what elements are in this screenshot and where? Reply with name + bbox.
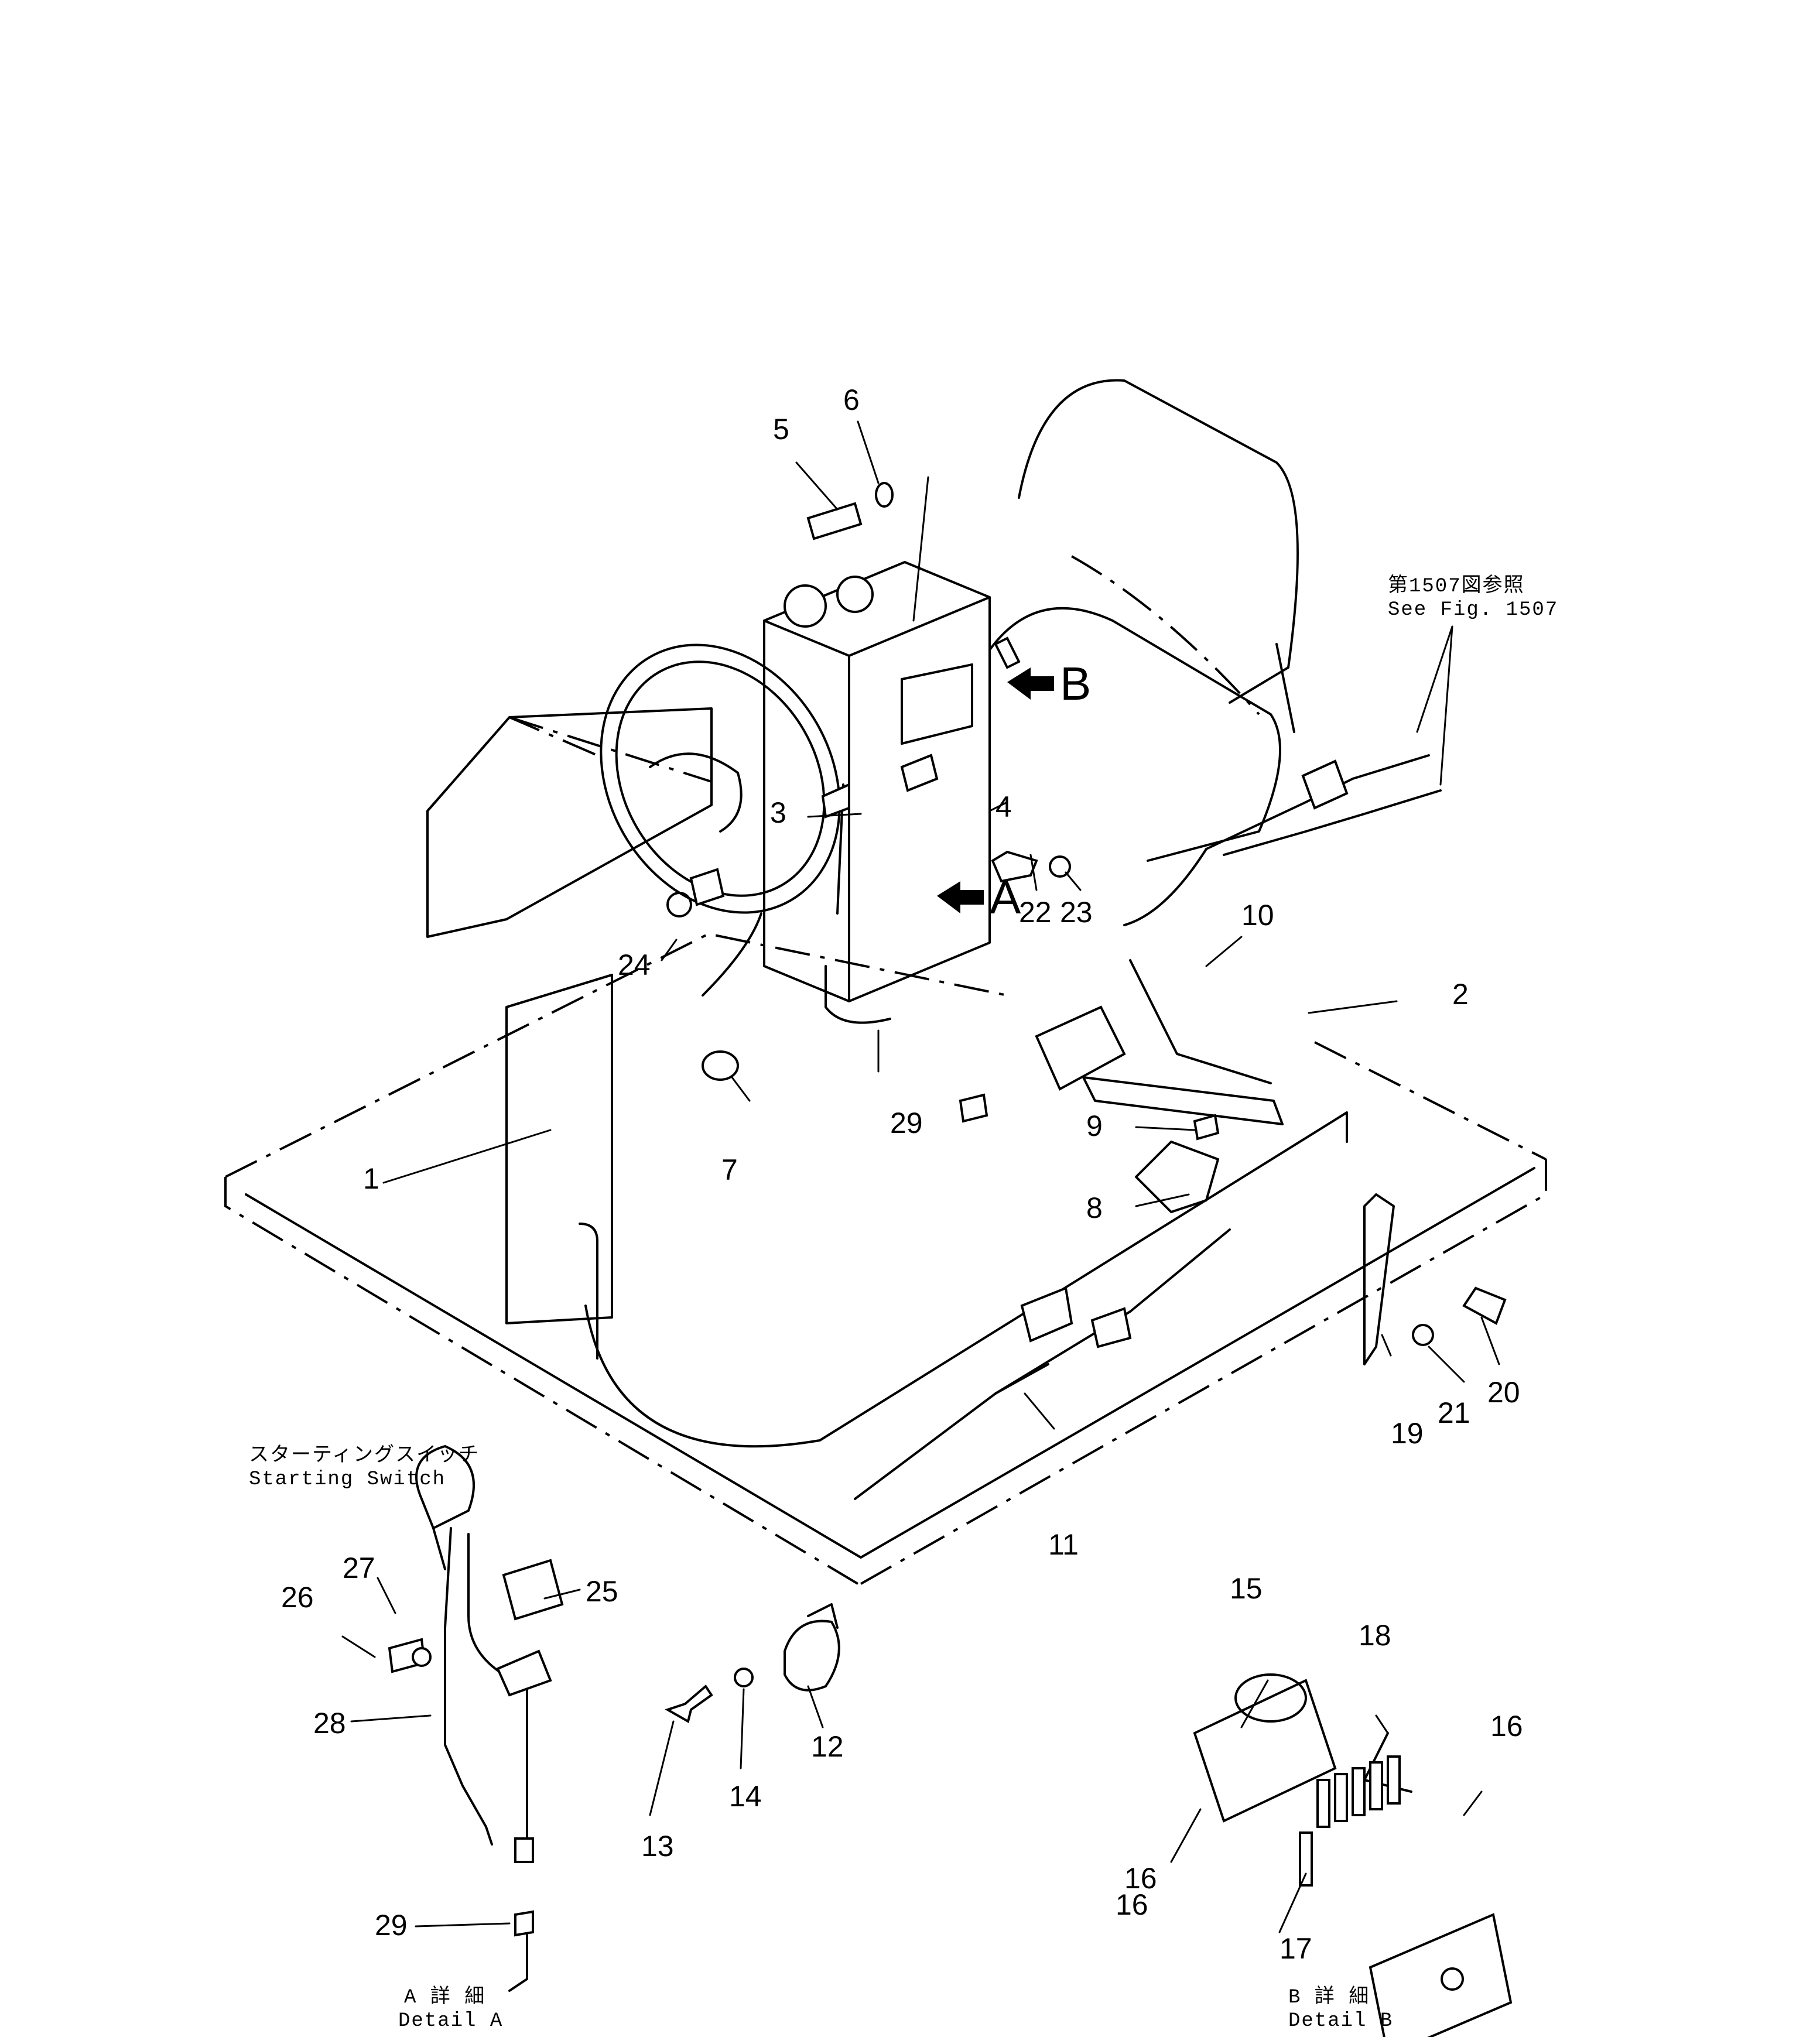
see-fig-note-jp: 第1507図参照 [1388, 574, 1525, 598]
callout-11: 11 [1048, 1528, 1079, 1561]
notes: 第1507図参照 See Fig. 1507 スターティングスイッチ Start… [249, 574, 1558, 2032]
callout-1: 1 [363, 1162, 379, 1195]
detail-b-label-en: Detail B [1288, 2010, 1393, 2032]
callout-27: 27 [343, 1552, 375, 1584]
leader-lines [341, 420, 1500, 1933]
callout-5: 5 [773, 413, 789, 446]
callout-12: 12 [811, 1730, 844, 1763]
detail-b-label-jp: B 詳 細 [1288, 1985, 1370, 2009]
callout-16: 16 [1124, 1862, 1157, 1895]
see-fig-note-en: See Fig. 1507 [1388, 599, 1558, 621]
steering-wheel [600, 643, 841, 914]
callout-17: 17 [1280, 1932, 1312, 1965]
callout-8: 8 [1086, 1192, 1103, 1224]
view-arrows: B A [937, 658, 1091, 923]
misc-parts [689, 482, 1507, 1365]
starting-switch-label-jp: スターティングスイッチ [249, 1443, 480, 1467]
detail-a-label-en: Detail A [398, 2010, 503, 2032]
callout-20: 20 [1487, 1376, 1520, 1409]
callout-14: 14 [729, 1780, 762, 1813]
detail-a [388, 1445, 564, 1992]
callout-29: 29 [890, 1107, 923, 1139]
view-marker-a: A [990, 871, 1021, 923]
callout-19: 19 [1391, 1417, 1424, 1450]
callout-26: 26 [281, 1581, 314, 1614]
floor-plate [224, 932, 1547, 1585]
callout-13: 13 [641, 1830, 674, 1863]
left-console [426, 707, 713, 1360]
callout-25: 25 [586, 1575, 618, 1608]
detail-b [1193, 1673, 1513, 2037]
starting-switch-label-en: Starting Switch [249, 1468, 446, 1491]
callout-16: 16 [1116, 1888, 1148, 1921]
detail-a-label-jp: A 詳 細 [404, 1985, 485, 2009]
callout-7: 7 [721, 1153, 738, 1186]
callout-4: 4 [995, 790, 1012, 823]
callout-6: 6 [843, 384, 860, 416]
operator-seat [988, 379, 1299, 862]
callout-18: 18 [1359, 1619, 1391, 1652]
wire-harnesses [584, 754, 1442, 1500]
callout-10: 10 [1241, 899, 1274, 932]
callout-23: 23 [1060, 896, 1093, 929]
callout-2: 2 [1452, 978, 1469, 1011]
horn-assembly [665, 1603, 840, 1724]
central-control-box [763, 561, 991, 1002]
callout-24: 24 [618, 949, 651, 981]
callout-21: 21 [1438, 1396, 1470, 1429]
view-marker-b: B [1060, 658, 1091, 710]
callout-16: 16 [1490, 1710, 1523, 1742]
callout-3: 3 [770, 796, 786, 829]
callout-9: 9 [1086, 1110, 1103, 1142]
callout-29: 29 [375, 1909, 408, 1942]
callout-28: 28 [313, 1707, 346, 1740]
callout-15: 15 [1230, 1572, 1263, 1605]
callout-22: 22 [1019, 896, 1052, 929]
